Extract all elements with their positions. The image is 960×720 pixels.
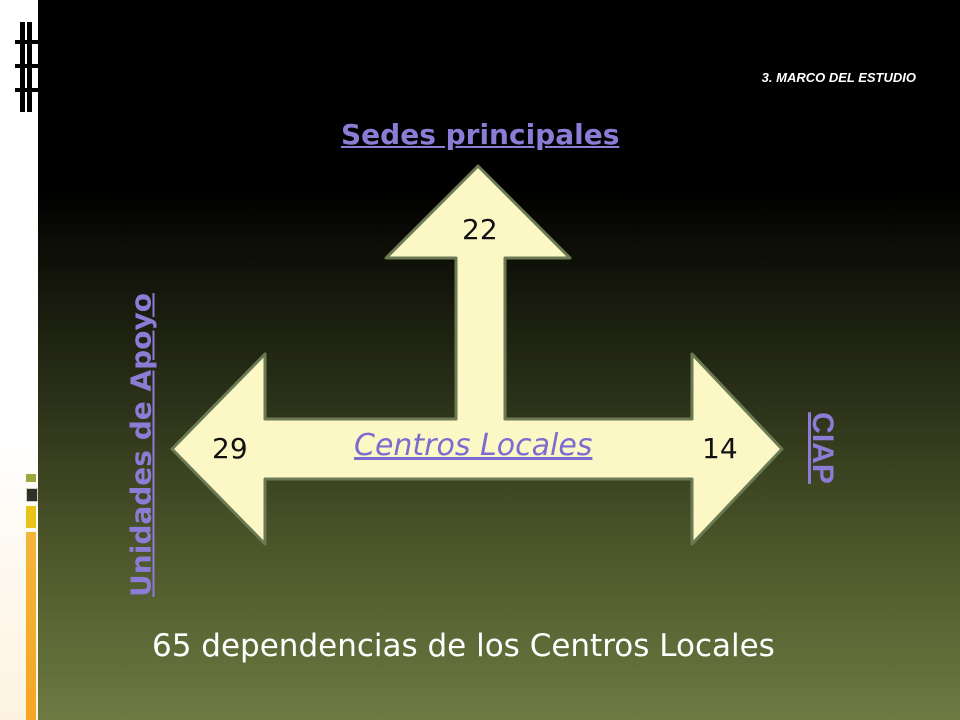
window-grid-icon — [15, 18, 38, 118]
unidades-de-apoyo-link[interactable]: Unidades de Apoyo — [124, 293, 158, 597]
value-top: 22 — [462, 213, 498, 246]
section-header: 3. MARCO DEL ESTUDIO — [761, 70, 916, 85]
value-left: 29 — [212, 432, 248, 465]
deco-square-yellow — [26, 506, 36, 528]
deco-stripe-green — [26, 474, 36, 482]
deco-square-dark — [26, 488, 38, 502]
ciap-link[interactable]: CIAP — [806, 412, 839, 484]
centros-locales-link[interactable]: Centros Locales — [354, 428, 593, 463]
value-right: 14 — [702, 432, 738, 465]
deco-stripe-orange — [26, 532, 36, 720]
sedes-principales-link[interactable]: Sedes principales — [341, 118, 620, 151]
three-way-arrow-shape — [170, 164, 784, 546]
summary-text: 65 dependencias de los Centros Locales — [152, 628, 775, 664]
